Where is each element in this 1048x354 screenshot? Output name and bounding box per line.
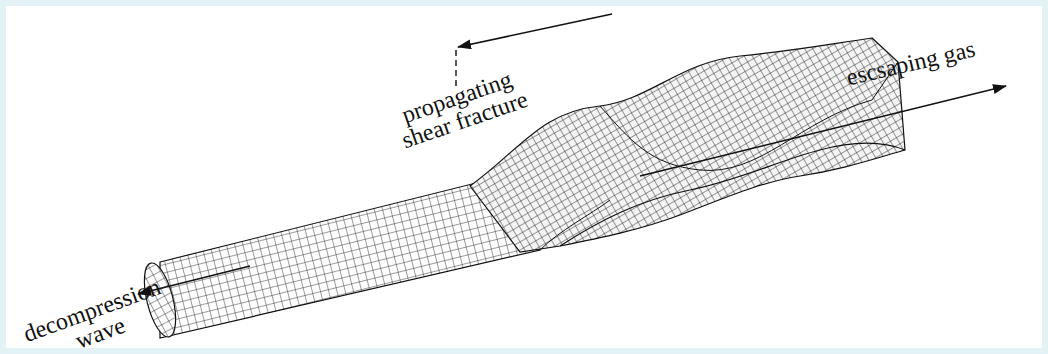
crack-line [540, 200, 610, 250]
burst-flap [470, 38, 905, 252]
annotation-label: decompression wave [8, 270, 184, 354]
fracture-arrow [458, 14, 612, 47]
fracture-front-line [455, 50, 456, 86]
canvas: propagating shear fractureescsaping gasd… [6, 6, 1042, 348]
annotation-label: propagating shear fracture [382, 61, 539, 155]
flap-fold [560, 143, 905, 246]
gas-arrow [640, 86, 1006, 176]
